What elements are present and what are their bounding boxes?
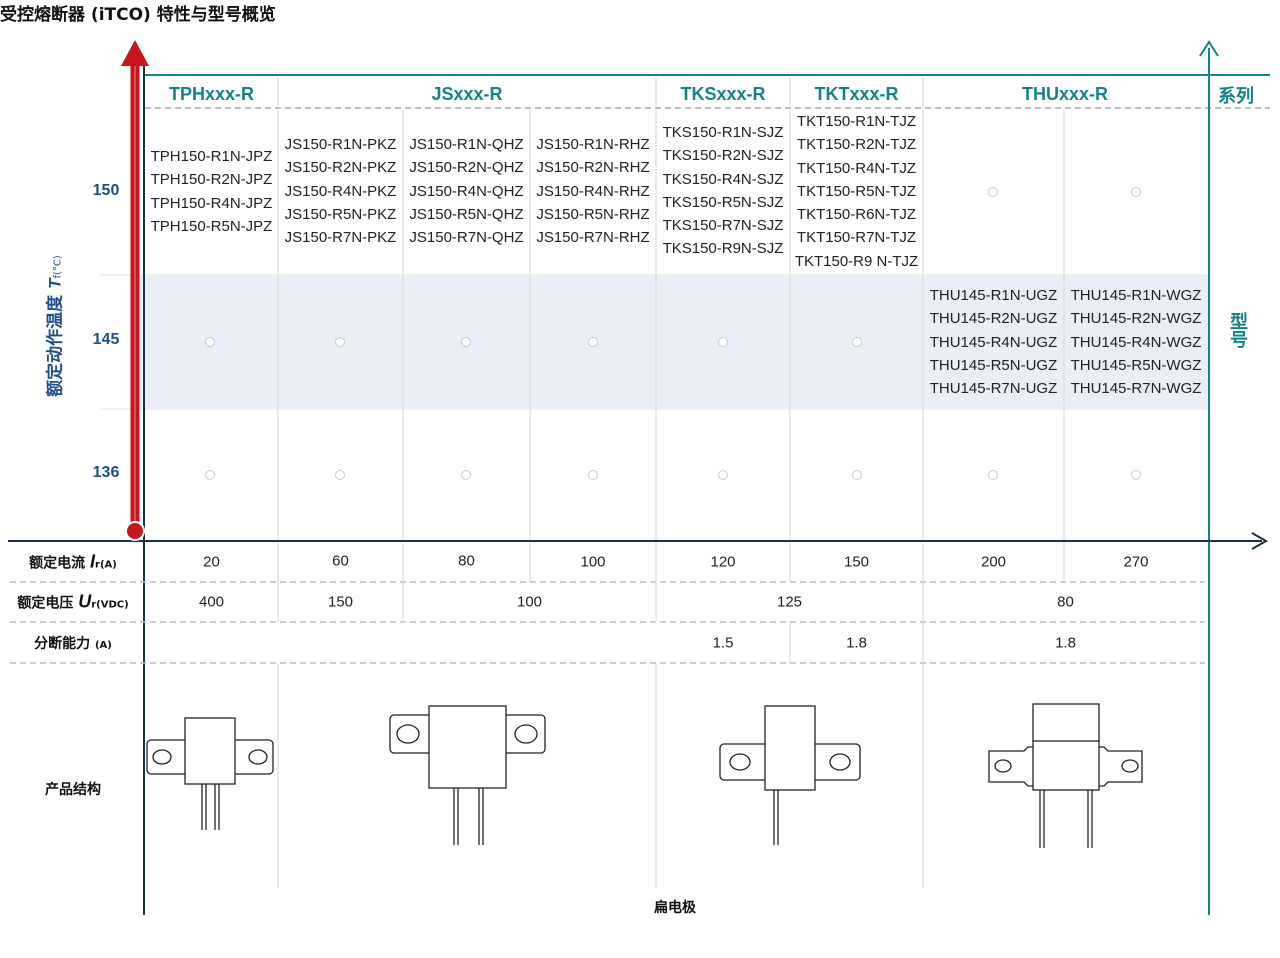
rated-voltage-label: 额定电压 Ur(VDC): [17, 591, 129, 612]
empty-cell-dot: [461, 470, 471, 480]
page-title: 受控熔断器 (iTCO) 特性与型号概览: [0, 5, 276, 25]
current-value: 200: [980, 553, 1007, 571]
series-js: JSxxx-R: [431, 84, 503, 104]
current-value: 150: [843, 553, 870, 571]
rated-current-label: 额定电流 Ir(A): [29, 551, 117, 572]
current-value: 60: [332, 552, 349, 570]
voltage-value: 150: [327, 593, 354, 611]
product-structure-label: 产品结构: [45, 782, 101, 798]
empty-cell-dot: [718, 470, 728, 480]
js-product-drawing: [389, 705, 546, 845]
model-axis-arrow: [1199, 40, 1219, 57]
voltage-value: 400: [198, 593, 225, 611]
current-axis-arrow: [1251, 532, 1269, 550]
empty-cell-dot: [988, 187, 998, 197]
current-value: 80: [458, 552, 475, 570]
empty-cell-dot: [205, 337, 215, 347]
breaking-value: 1.8: [1055, 634, 1076, 652]
tks-tkt-product-drawing: [719, 705, 861, 845]
temp-150: 150: [92, 182, 120, 199]
empty-cell-dot: [335, 470, 345, 480]
current-value: 270: [1123, 553, 1149, 571]
temp-145-band: [132, 276, 1208, 408]
current-value: 120: [710, 553, 736, 571]
empty-cell-dot: [588, 337, 598, 347]
voltage-value: 100: [516, 593, 543, 611]
empty-cell-dot: [1131, 470, 1141, 480]
empty-cell-dot: [335, 337, 345, 347]
empty-cell-dot: [852, 470, 862, 480]
breaking-value: 1.5: [712, 634, 734, 652]
empty-cell-dot: [588, 470, 598, 480]
flat-electrode-label: 扁电极: [654, 900, 696, 916]
breaking-capacity-label: 分断能力 (A): [34, 636, 112, 652]
series-column-label: 系列: [1218, 86, 1254, 107]
temp-136: 136: [92, 464, 120, 481]
empty-cell-dot: [205, 470, 215, 480]
temp-axis-bulb: [125, 521, 145, 541]
series-tph: TPHxxx-R: [168, 84, 255, 104]
model-axis-label: 型号: [1227, 312, 1248, 348]
empty-cell-dot: [718, 337, 728, 347]
empty-cell-dot: [1131, 187, 1141, 197]
empty-cell-dot: [852, 337, 862, 347]
series-tks: TKSxxx-R: [680, 84, 766, 104]
empty-cell-dot: [461, 337, 471, 347]
tph-product-drawing: [146, 717, 274, 830]
voltage-value: 125: [776, 593, 803, 611]
empty-cell-dot: [988, 470, 998, 480]
temp-145: 145: [92, 331, 120, 348]
series-tkt: TKTxxx-R: [814, 84, 899, 104]
voltage-value: 80: [1057, 593, 1074, 611]
current-value: 100: [580, 553, 606, 571]
series-thu: THUxxx-R: [1021, 84, 1109, 104]
current-value: 20: [203, 553, 220, 571]
breaking-value: 1.8: [846, 634, 867, 652]
temp-axis-arrow: [121, 40, 149, 66]
thu-product-drawing: [988, 703, 1143, 848]
